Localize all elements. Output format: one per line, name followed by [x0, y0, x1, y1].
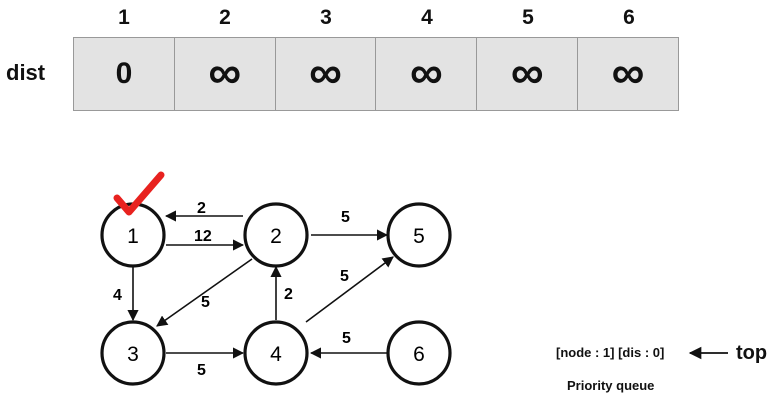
graph-node-2: 2	[243, 202, 309, 268]
dist-table: 0 ∞ ∞ ∞ ∞ ∞	[73, 37, 679, 111]
node-label: 3	[127, 343, 139, 366]
edge-2-3	[156, 258, 253, 327]
edge-4-2-weight: 2	[284, 286, 293, 303]
node-label: 5	[413, 225, 425, 248]
dist-cell-5: ∞	[477, 38, 579, 110]
node-label: 2	[270, 225, 282, 248]
node-label: 1	[127, 225, 139, 248]
edge-2-5-weight: 5	[341, 209, 350, 226]
edge-6-4-weight: 5	[342, 330, 351, 347]
dist-label: dist	[6, 60, 46, 85]
edge-1-3-weight: 4	[113, 287, 122, 304]
edge-1-2-weight: 12	[194, 228, 212, 245]
graph-node-3: 3	[100, 320, 166, 386]
graph-node-6: 6	[386, 320, 452, 386]
dist-cell-6: ∞	[578, 38, 678, 110]
dist-cell-2: ∞	[174, 38, 276, 110]
edge-3-4-weight: 5	[197, 362, 206, 379]
graph-node-5: 5	[386, 202, 452, 268]
priority-queue-caption: Priority queue	[567, 378, 655, 393]
dist-index-6: 6	[623, 6, 635, 29]
priority-queue-entry: [node : 1] [dis : 0]	[556, 345, 665, 360]
dist-index-1: 1	[118, 6, 130, 29]
dist-index-2: 2	[219, 6, 231, 29]
dist-cell-3: ∞	[275, 38, 377, 110]
graph-node-4: 4	[243, 320, 309, 386]
graph-node-1: 1	[100, 202, 166, 268]
checkmark-icon	[113, 171, 165, 216]
dist-index-5: 5	[522, 6, 534, 29]
dist-index-3: 3	[320, 6, 332, 29]
node-label: 6	[413, 343, 425, 366]
edge-4-5-weight: 5	[340, 268, 349, 285]
edge-4-5	[305, 256, 394, 323]
dist-index-4: 4	[421, 6, 433, 29]
priority-queue-top-label: top	[736, 342, 768, 364]
edge-2-1-weight: 2	[197, 200, 206, 217]
edge-2-3-weight: 5	[201, 294, 210, 311]
dist-cell-4: ∞	[376, 38, 478, 110]
dist-cell-1: 0	[74, 38, 175, 110]
node-label: 4	[270, 343, 282, 366]
